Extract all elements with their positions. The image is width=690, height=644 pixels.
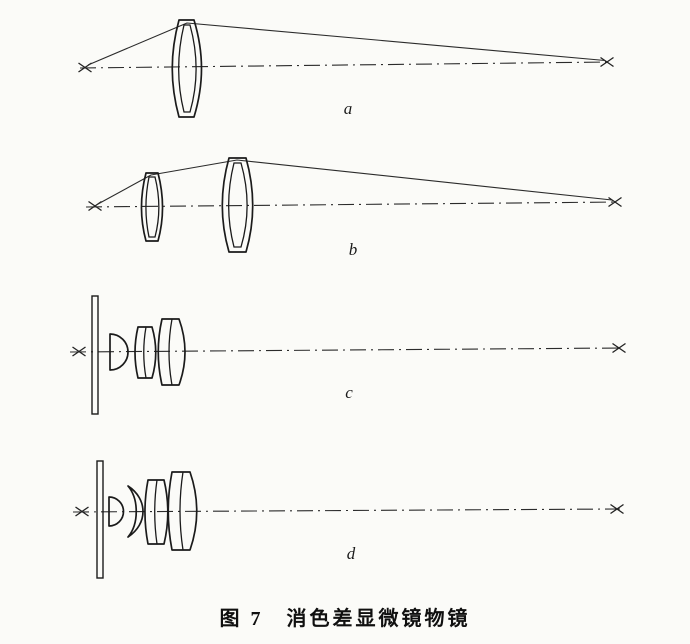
panel-label-c: c bbox=[345, 383, 353, 402]
panel-d: d bbox=[72, 460, 625, 579]
hemispherical-front-lens-icon bbox=[109, 333, 129, 371]
rear-doublet-lens-icon bbox=[221, 157, 254, 253]
marginal-ray bbox=[97, 159, 613, 205]
optical-axis bbox=[72, 508, 621, 513]
panel-c: c bbox=[69, 295, 627, 415]
optical-axis bbox=[79, 61, 611, 69]
cover-glass-plate-icon bbox=[91, 295, 99, 415]
rear-doublet-lens-icon bbox=[157, 318, 186, 386]
panel-label-d: d bbox=[347, 544, 356, 563]
hemispherical-front-lens-icon bbox=[108, 496, 125, 527]
panel-b: b bbox=[85, 157, 623, 259]
panel-label-b: b bbox=[349, 240, 358, 259]
panel-a: a bbox=[77, 19, 615, 118]
meniscus-lens-icon bbox=[127, 485, 144, 538]
cemented-doublet-lens-icon bbox=[171, 19, 203, 118]
middle-doublet-lens-icon bbox=[144, 479, 169, 545]
rear-doublet-lens-icon bbox=[167, 471, 198, 551]
cover-glass-plate-icon bbox=[96, 460, 104, 579]
front-doublet-lens-icon bbox=[140, 172, 164, 242]
figure-caption: 图 7 消色差显微镜物镜 bbox=[220, 606, 471, 630]
middle-doublet-lens-icon bbox=[134, 326, 157, 379]
marginal-ray bbox=[87, 22, 606, 66]
image-point-cross bbox=[607, 196, 623, 208]
optical-axis bbox=[69, 347, 623, 353]
optical-axis bbox=[85, 201, 619, 208]
image-point-cross bbox=[599, 56, 615, 68]
panel-label-a: a bbox=[344, 99, 353, 118]
